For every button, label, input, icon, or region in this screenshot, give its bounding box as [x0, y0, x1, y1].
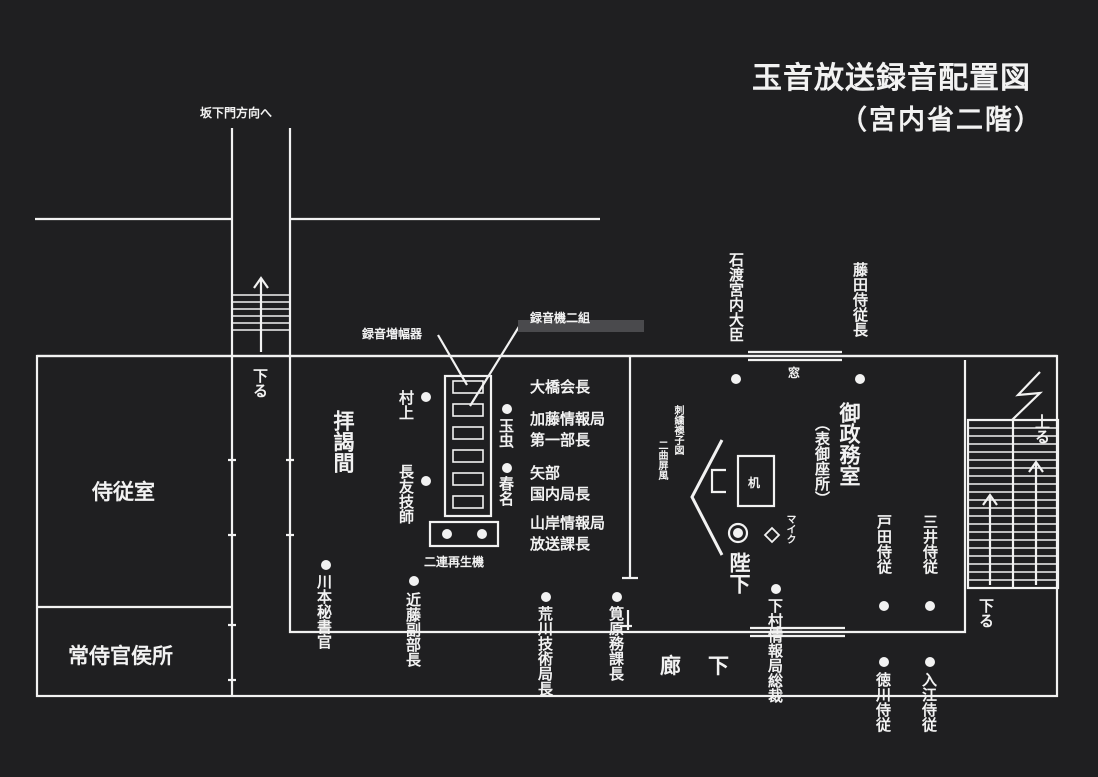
person-marker [421, 476, 431, 486]
person-marker [421, 392, 431, 402]
amplifier-label: 録音増幅器 [362, 327, 423, 341]
playback-machine [428, 520, 500, 548]
folding-screen [690, 439, 724, 556]
person-marker [771, 584, 781, 594]
playback-label: 二連再生機 [424, 555, 485, 569]
person-marker [879, 601, 889, 611]
recorders-label: 録音機二組 [530, 311, 591, 325]
desk [736, 454, 776, 508]
person-kondo: 近藤副部長 [404, 592, 422, 667]
mic-label: マイク [784, 514, 795, 544]
person-marker [612, 592, 622, 602]
person-kakihara: 筧原務課長 [607, 606, 625, 681]
person-marker [321, 560, 331, 570]
person-yamagishi: 山岸情報局 [530, 514, 606, 532]
person-tokugawa: 徳川侍従 [874, 672, 892, 732]
person-kato: 加藤情報局 [530, 410, 606, 428]
corridor-label: 廊 [660, 654, 681, 678]
diagram-title: 玉音放送録音配置図 [752, 61, 1031, 96]
person-fujita: 藤田侍従長 [851, 262, 869, 337]
inner-wall [288, 360, 967, 634]
person-tamamushi: 玉虫 [497, 418, 515, 448]
person-kato-2: 第一部長 [530, 431, 591, 449]
person-yabe: 矢部 [530, 464, 561, 482]
person-murakami: 村上 [397, 390, 415, 420]
corridor-label-2: 下 [708, 654, 729, 678]
person-arakawa: 荒川技術局長 [536, 606, 554, 696]
person-marker [731, 374, 741, 384]
room-jijushitsu: 侍従室 [92, 480, 155, 504]
screen-label-2: 刺繍襖子図 [672, 405, 683, 455]
person-yamagishi-2: 放送課長 [530, 535, 591, 553]
room-gosei: 御政務室 [837, 402, 861, 486]
person-emperor: 陛下 [727, 552, 751, 594]
room-jojikan: 常侍官侯所 [68, 644, 173, 668]
room-haietsu: 拝謁間 [331, 410, 355, 473]
person-marker [502, 404, 512, 414]
person-marker [925, 657, 935, 667]
person-mitsui: 三井侍従 [921, 514, 939, 574]
window-label: 窓 [788, 366, 801, 380]
person-kawamoto: 川本秘書官 [315, 574, 333, 649]
person-ishiwata: 石渡宮内大臣 [727, 252, 745, 342]
person-nagatomo: 長友技師 [397, 464, 415, 524]
screen-label: 二曲屏風 [656, 440, 667, 480]
diagram-subtitle: （宮内省二階） [840, 105, 1043, 136]
person-marker [502, 463, 512, 473]
person-marker [925, 601, 935, 611]
person-ohashi: 大橋会長 [530, 378, 591, 396]
person-marker [879, 657, 889, 667]
person-marker [855, 374, 865, 384]
stairs-down-right: 下る [977, 598, 995, 628]
stairs-down-left: 下る [251, 368, 269, 398]
direction-label: 坂下門方向へ [200, 106, 273, 120]
person-toda: 戸田侍従 [875, 514, 893, 574]
person-irie: 入江侍従 [920, 672, 938, 732]
person-yabe-2: 国内局長 [530, 485, 591, 503]
room-gosei-sub: （表御座所） [813, 416, 831, 506]
mic-marker [763, 526, 781, 544]
person-shimomura: 下村情報局総裁 [766, 598, 784, 703]
person-kasuga: 春名 [497, 476, 515, 506]
recorder-rack [443, 374, 493, 518]
person-marker [409, 576, 419, 586]
stairs-up-right: 上る [1033, 414, 1051, 444]
person-marker [541, 592, 551, 602]
desk-label: 机 [748, 476, 761, 490]
